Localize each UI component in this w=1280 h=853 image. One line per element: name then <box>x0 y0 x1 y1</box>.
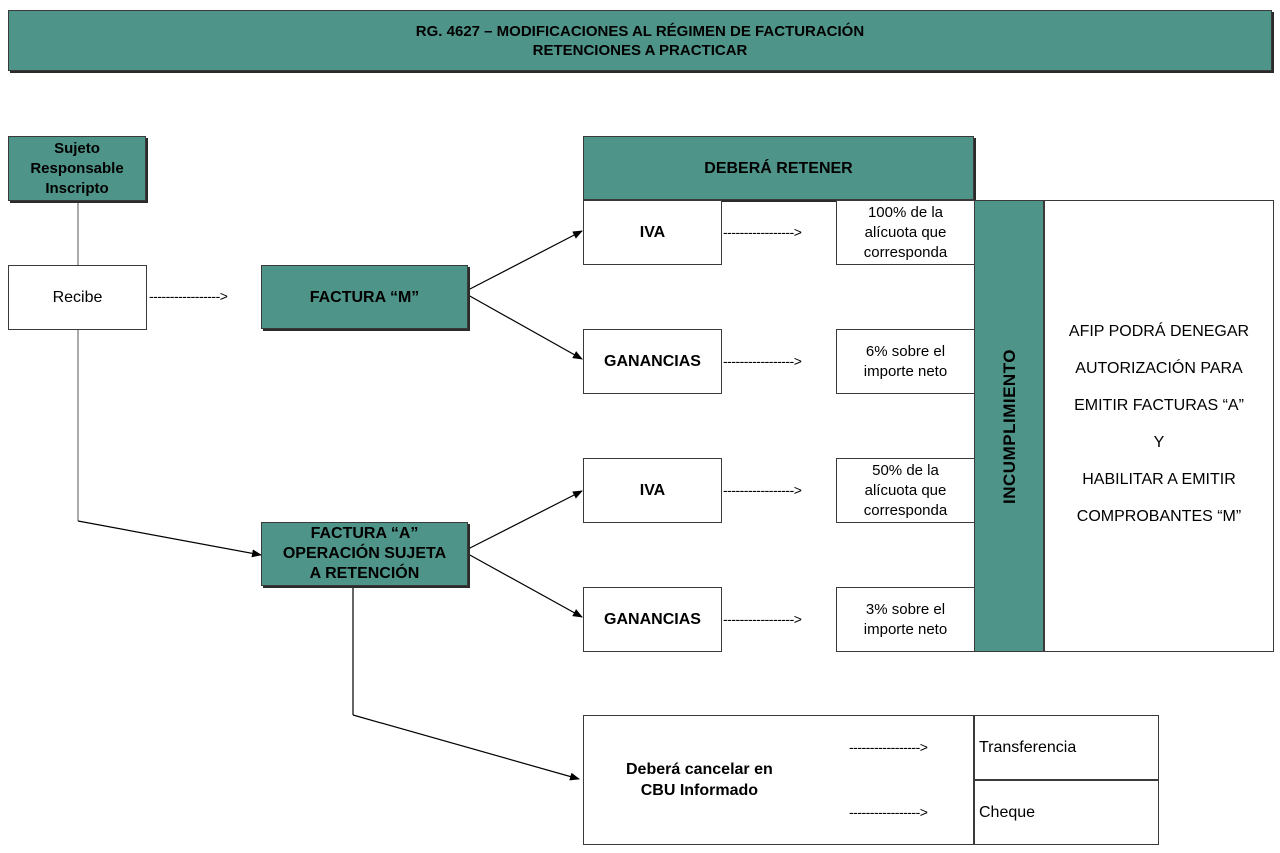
arrow-to-cancelar <box>352 714 580 781</box>
dashed-arrow-iva-m: -----------------> <box>723 224 802 240</box>
debera-retener-box: DEBERÁ RETENER <box>583 136 974 200</box>
dashed-arrow-ganancias-m: -----------------> <box>723 353 802 369</box>
arrow-fa-iva <box>467 490 583 550</box>
cheque-box: Cheque <box>974 780 1159 845</box>
afip-line-3: EMITIR FACTURAS “A” <box>1074 397 1244 414</box>
pct-iva-m-box: 100% de la alícuota que corresponda <box>836 200 975 265</box>
afip-line-4: Y <box>1153 434 1165 451</box>
iva-a-box: IVA <box>583 458 722 523</box>
transferencia-box: Transferencia <box>974 715 1159 780</box>
incumplimiento-label: INCUMPLIMIENTO <box>999 348 1019 504</box>
recibe-box: Recibe <box>8 265 147 330</box>
arrow-fm-ganancias <box>467 294 583 360</box>
arrow-fm-iva <box>467 230 583 291</box>
dashed-arrow-cheque: -----------------> <box>849 804 928 820</box>
afip-line-6: COMPROBANTES “M” <box>1076 508 1242 525</box>
afip-line-1: AFIP PODRÁ DENEGAR <box>1068 323 1250 340</box>
cancelar-box: Deberá cancelar en CBU Informado <box>583 715 974 845</box>
sujeto-box: Sujeto Responsable Inscripto <box>8 136 146 201</box>
incumplimiento-bar: INCUMPLIMIENTO <box>974 200 1044 652</box>
dashed-arrow-ganancias-a: -----------------> <box>723 611 802 627</box>
header-banner: RG. 4627 – MODIFICACIONES AL RÉGIMEN DE … <box>8 10 1272 71</box>
dashed-arrow-iva-a: -----------------> <box>723 482 802 498</box>
header-subtitle: RETENCIONES A PRACTICAR <box>532 41 748 59</box>
arrow-to-factura-a <box>77 520 262 558</box>
pct-ganancias-m-box: 6% sobre el importe neto <box>836 329 975 394</box>
dashed-arrow-recibe: -----------------> <box>149 288 228 304</box>
afip-consequence-box: AFIP PODRÁ DENEGAR AUTORIZACIÓN PARA EMI… <box>1044 200 1274 652</box>
factura-m-box: FACTURA “M” <box>261 265 468 329</box>
pct-iva-a-box: 50% de la alícuota que corresponda <box>836 458 975 523</box>
arrow-fa-ganancias <box>467 553 583 618</box>
ganancias-m-box: GANANCIAS <box>583 329 722 394</box>
factura-a-box: FACTURA “A” OPERACIÓN SUJETA A RETENCIÓN <box>261 522 468 586</box>
iva-m-box: IVA <box>583 200 722 265</box>
afip-line-2: AUTORIZACIÓN PARA <box>1075 360 1243 377</box>
header-title: RG. 4627 – MODIFICACIONES AL RÉGIMEN DE … <box>415 22 865 40</box>
afip-line-5: HABILITAR A EMITIR <box>1082 471 1236 488</box>
pct-ganancias-a-box: 3% sobre el importe neto <box>836 587 975 652</box>
ganancias-a-box: GANANCIAS <box>583 587 722 652</box>
dashed-arrow-transferencia: -----------------> <box>849 739 928 755</box>
